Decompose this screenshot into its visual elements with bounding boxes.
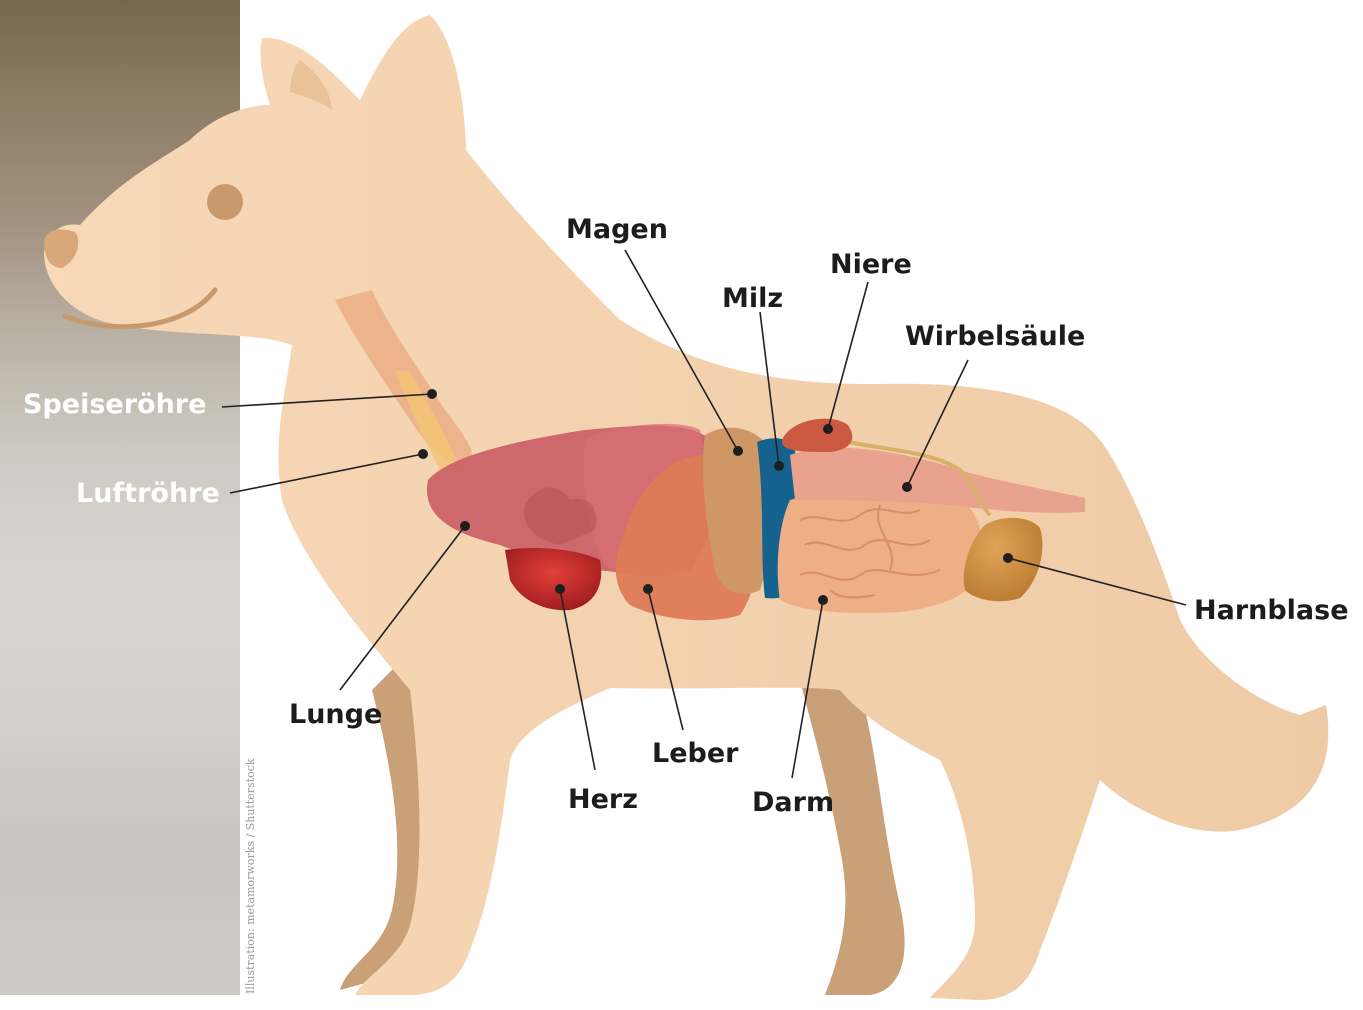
label-herz: Herz <box>568 786 638 813</box>
eye <box>207 184 243 220</box>
label-darm: Darm <box>752 789 834 816</box>
label-milz: Milz <box>722 285 783 312</box>
label-harnblase: Harnblase <box>1194 597 1349 624</box>
image-credit: Illustration: metamorworks / Shutterstoc… <box>244 758 257 994</box>
label-lunge: Lunge <box>289 701 382 728</box>
label-magen: Magen <box>566 216 668 243</box>
label-speiseroehre: Speiseröhre <box>23 391 206 418</box>
label-luftroehre: Luftröhre <box>76 480 220 507</box>
label-leber: Leber <box>652 740 738 767</box>
label-wirbelsaeule: Wirbelsäule <box>905 323 1085 350</box>
label-niere: Niere <box>830 251 912 278</box>
